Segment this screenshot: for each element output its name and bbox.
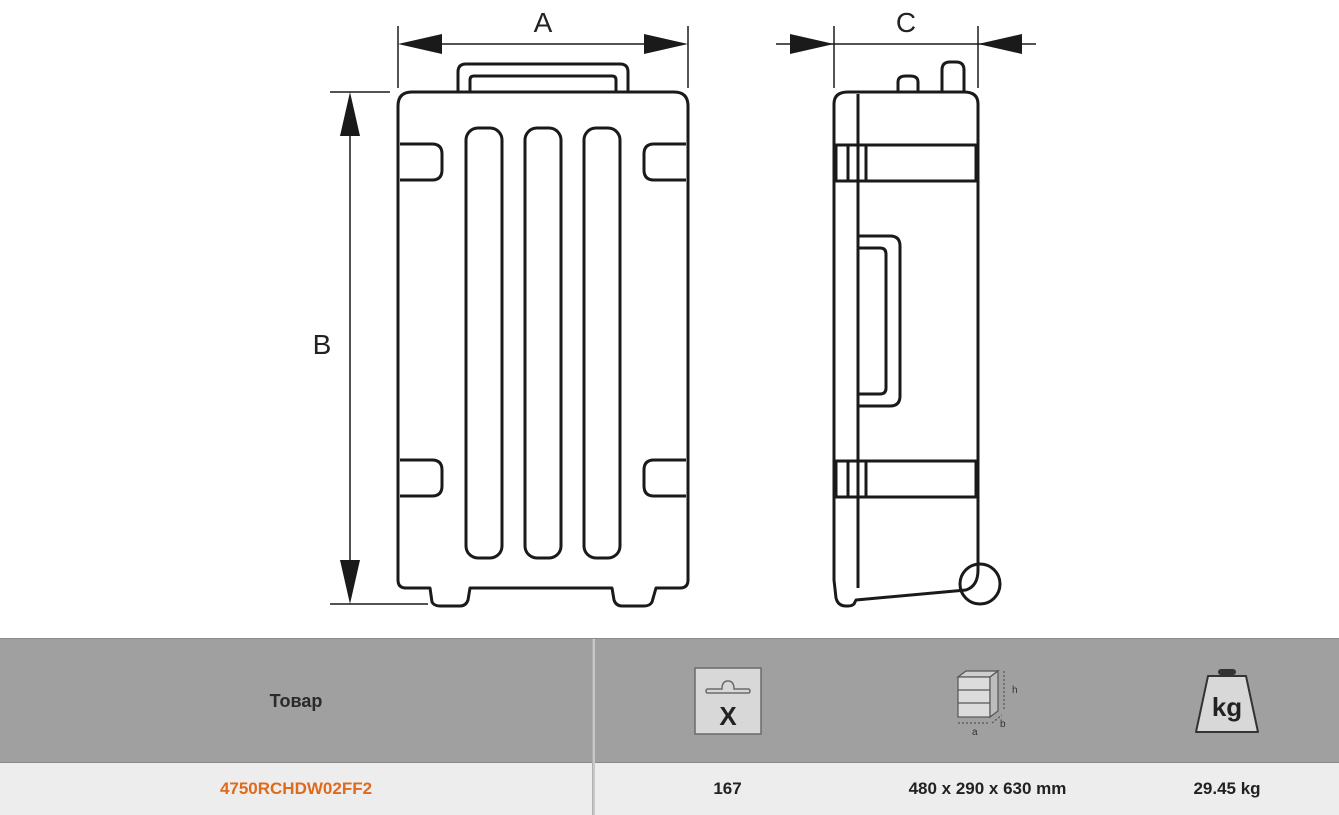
spec-table: Товар X h a b [0,638,1339,815]
weight-value: 29.45 kg [1193,779,1261,798]
dimensions-value: 480 x 290 x 630 mm [908,779,1067,798]
header-dimensions: h a b [860,639,1115,763]
header-product: Товар [0,639,592,763]
dimension-icon-h: h [1012,685,1018,696]
side-view [832,60,1002,608]
dimension-icon-a: a [972,727,978,737]
product-header-label: Товар [269,690,323,711]
column-divider [592,639,595,815]
dimension-a [397,26,689,88]
cell-weight: 29.45 kg [1115,763,1339,815]
dimension-b [330,91,428,605]
weight-icon: kg [1195,669,1259,733]
table-row [0,763,1339,815]
quantity-icon-letter: X [719,701,737,731]
quantity-value: 167 [713,779,742,798]
dimensions-box-icon: h a b [955,669,1018,737]
dimension-label-a: A [534,7,553,38]
cell-dimensions: 480 x 290 x 630 mm [860,763,1115,815]
cell-quantity: 167 [595,763,860,815]
technical-drawing: A C B [313,7,1036,608]
weight-icon-label: kg [1212,692,1242,722]
dimension-c [776,26,1036,88]
dimension-label-c: C [896,7,916,38]
table-header-row [0,639,1339,763]
cell-product-code: 4750RCHDW02FF2 [0,763,592,815]
dimension-icon-b: b [1000,719,1006,730]
header-weight: kg [1115,639,1339,763]
product-code-link[interactable]: 4750RCHDW02FF2 [219,779,373,798]
header-quantity: X [595,639,860,763]
package-quantity-icon: X [693,667,762,735]
front-view [396,62,690,608]
dimension-label-b: B [313,329,332,360]
